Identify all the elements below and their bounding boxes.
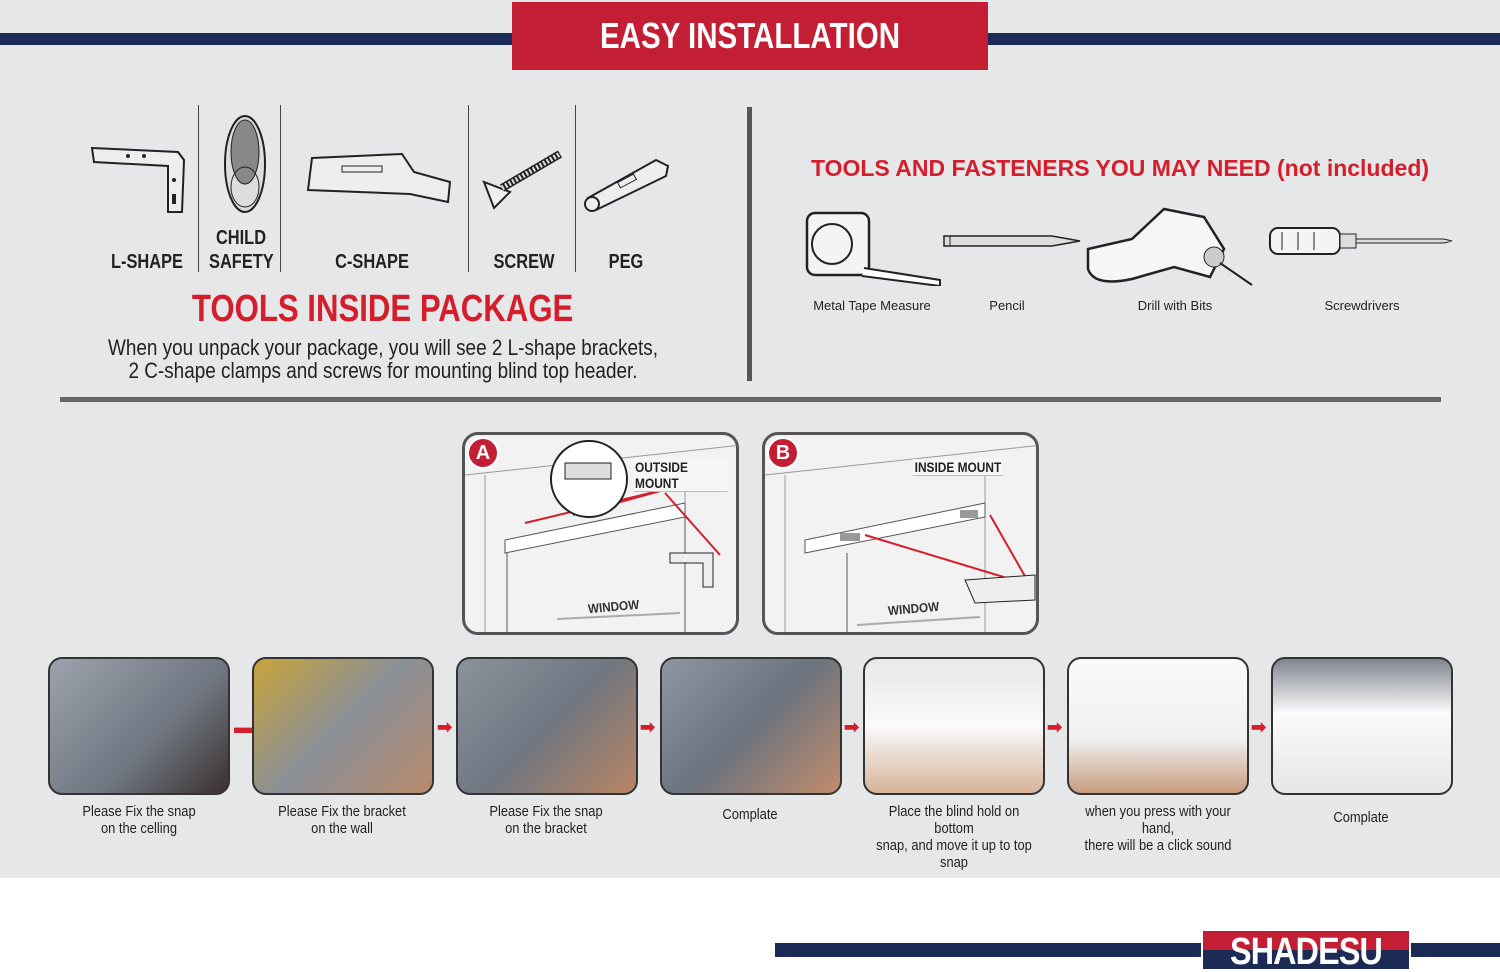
step-arrow-icon: ➡	[640, 717, 656, 737]
header-banner: EASY INSTALLATION	[512, 2, 988, 70]
step-4-photo	[660, 657, 842, 795]
outside-mount-label: OUTSIDE MOUNT	[633, 459, 728, 492]
step-arrow-icon: ➡	[1047, 717, 1063, 737]
badge-b: B	[767, 437, 799, 469]
screwdriver-icon	[1269, 227, 1453, 255]
inside-mount-diagram: B INSIDE MOUNT WINDOW	[762, 432, 1039, 635]
screw-icon	[482, 150, 563, 210]
item-label-l-shape: L-SHAPE	[110, 251, 183, 273]
step-6-caption: when you press with your hand,there will…	[1084, 803, 1232, 854]
package-description: When you unpack your package, you will s…	[105, 336, 661, 382]
step-arrow-icon: ➡	[437, 717, 453, 737]
desc-line-1: When you unpack your package, you will s…	[107, 335, 659, 360]
divider	[468, 105, 469, 272]
l-shape-bracket-icon	[90, 146, 186, 213]
badge-a: A	[467, 437, 499, 469]
peg-icon	[584, 158, 670, 212]
outside-mount-diagram: A OUTSIDE MOUNT WINDOW	[462, 432, 739, 635]
inside-mount-label: INSIDE MOUNT	[912, 459, 1003, 476]
step-arrow-icon: ➡	[844, 717, 860, 737]
step-arrow-icon: ➡	[1251, 717, 1267, 737]
page-title: EASY INSTALLATION	[599, 15, 901, 56]
tool-label-screwdrivers: Screwdrivers	[1324, 298, 1400, 313]
package-title: TOOLS INSIDE PACKAGE	[192, 288, 574, 330]
item-label-peg: PEG	[608, 251, 644, 273]
outside-mount-illustration	[465, 440, 736, 632]
step-7-photo	[1271, 657, 1453, 795]
step-7-caption: Complate	[1333, 809, 1389, 826]
tool-label-tape-measure: Metal Tape Measure	[813, 298, 931, 313]
shadesu-logo: SHADESU	[1201, 929, 1411, 971]
child-safety-icon	[224, 115, 266, 213]
divider	[198, 105, 199, 272]
desc-line-2: 2 C-shape clamps and screws for mounting…	[128, 358, 638, 383]
tool-label-pencil: Pencil	[989, 298, 1025, 313]
item-label-child-safety: CHILD SAFETY	[209, 227, 274, 273]
inside-mount-illustration	[765, 445, 1036, 632]
horizontal-divider	[60, 397, 1441, 402]
pencil-icon	[943, 235, 1081, 247]
tool-label-drill: Drill with Bits	[1137, 298, 1213, 313]
step-3-photo	[456, 657, 638, 795]
step-1-photo	[48, 657, 230, 795]
step-5-photo	[863, 657, 1045, 795]
tools-title: TOOLS AND FASTENERS YOU MAY NEED (not in…	[810, 155, 1430, 181]
vertical-divider	[747, 107, 752, 381]
step-arrow-icon: ▬	[234, 717, 252, 737]
c-shape-clamp-icon	[306, 152, 452, 204]
tape-measure-icon	[805, 211, 941, 286]
step-4-caption: Complate	[722, 806, 778, 823]
step-2-photo	[252, 657, 434, 795]
item-label-c-shape: C-SHAPE	[335, 251, 409, 273]
divider	[280, 105, 281, 272]
item-label-screw: SCREW	[493, 251, 555, 273]
step-6-photo	[1067, 657, 1249, 795]
drill-icon	[1086, 207, 1253, 286]
divider	[575, 105, 576, 272]
